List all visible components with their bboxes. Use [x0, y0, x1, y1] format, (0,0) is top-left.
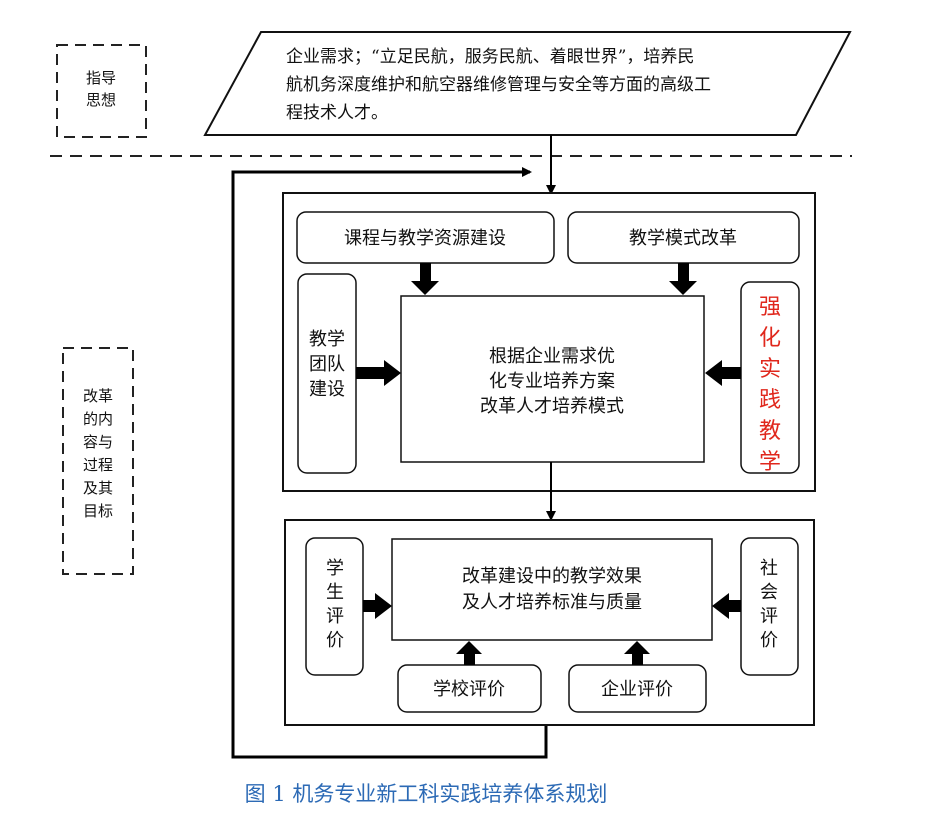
- teaching-outcome-line-2: 及人才培养标准与质量: [462, 592, 642, 613]
- reform-label-line-1: 改革: [83, 387, 113, 405]
- student-evaluation-char-4: 价: [326, 630, 344, 651]
- practice-teaching-char-1: 强: [759, 295, 781, 320]
- practice-teaching-char-3: 实: [759, 357, 781, 382]
- arrow-practice-to-center: [705, 360, 741, 386]
- student-evaluation-char-1: 学: [326, 558, 344, 579]
- school-evaluation-label: 学校评价: [433, 679, 505, 700]
- training-plan-line-2: 化专业培养方案: [489, 371, 615, 392]
- training-plan-line-1: 根据企业需求优: [489, 346, 615, 367]
- feedback-loop-line: [231, 167, 548, 759]
- arrow-school-to-center: [456, 641, 482, 665]
- teaching-outcome-line-1: 改革建设中的教学效果: [462, 566, 642, 587]
- practice-teaching-char-6: 学: [759, 450, 781, 475]
- figure-caption: 图 1 机务专业新工科实践培养体系规划: [245, 782, 608, 806]
- arrow-student-to-center: [363, 593, 392, 619]
- student-evaluation-char-3: 评: [326, 606, 344, 627]
- enterprise-demand-parallelogram: [203, 31, 852, 136]
- reform-label-line-4: 过程: [83, 456, 113, 474]
- society-evaluation-char-4: 价: [760, 630, 778, 651]
- enterprise-demand-line-1: 企业需求；“立足民航，服务民航、着眼世界”，培养民: [286, 47, 694, 67]
- training-plan-line-3: 改革人才培养模式: [480, 396, 624, 417]
- arrow-mode-to-center: [669, 263, 697, 295]
- reform-label-line-5: 及其: [83, 479, 113, 497]
- enterprise-demand-line-2: 航机务深度维护和航空器维修管理与安全等方面的高级工: [286, 75, 711, 95]
- society-evaluation-char-1: 社: [760, 558, 778, 579]
- teaching-team-line-3: 建设: [309, 379, 345, 400]
- society-evaluation-char-2: 会: [760, 582, 778, 603]
- guiding-thought-box: [56, 44, 147, 138]
- reform-label-line-2: 的内: [83, 410, 113, 428]
- reform-label-line-3: 容与: [83, 433, 113, 451]
- teaching-team-line-1: 教学: [309, 329, 345, 350]
- practice-teaching-char-5: 教: [759, 419, 781, 444]
- arrow-team-to-center: [356, 360, 401, 386]
- reform-content-box: [62, 347, 134, 575]
- student-evaluation-char-2: 生: [326, 582, 344, 603]
- teaching-team-line-2: 团队: [309, 354, 345, 375]
- practice-teaching-char-2: 化: [759, 326, 781, 351]
- teaching-mode-label: 教学模式改革: [629, 228, 737, 249]
- enterprise-demand-line-3: 程技术人才。: [286, 103, 388, 123]
- course-resource-label: 课程与教学资源建设: [344, 228, 506, 249]
- society-evaluation-char-3: 评: [760, 606, 778, 627]
- training-plan-center-box: [400, 295, 705, 463]
- teaching-outcome-center-box: [391, 538, 713, 641]
- arrow-enterprise-to-center: [624, 641, 650, 665]
- enterprise-evaluation-label: 企业评价: [601, 679, 673, 700]
- guiding-thought-line-1: 指导: [86, 69, 116, 87]
- reform-label-line-6: 目标: [83, 502, 113, 520]
- arrow-society-to-center: [712, 593, 741, 619]
- arrow-course-to-center: [411, 263, 439, 295]
- practice-teaching-char-4: 践: [759, 388, 781, 413]
- guiding-thought-line-2: 思想: [86, 91, 116, 109]
